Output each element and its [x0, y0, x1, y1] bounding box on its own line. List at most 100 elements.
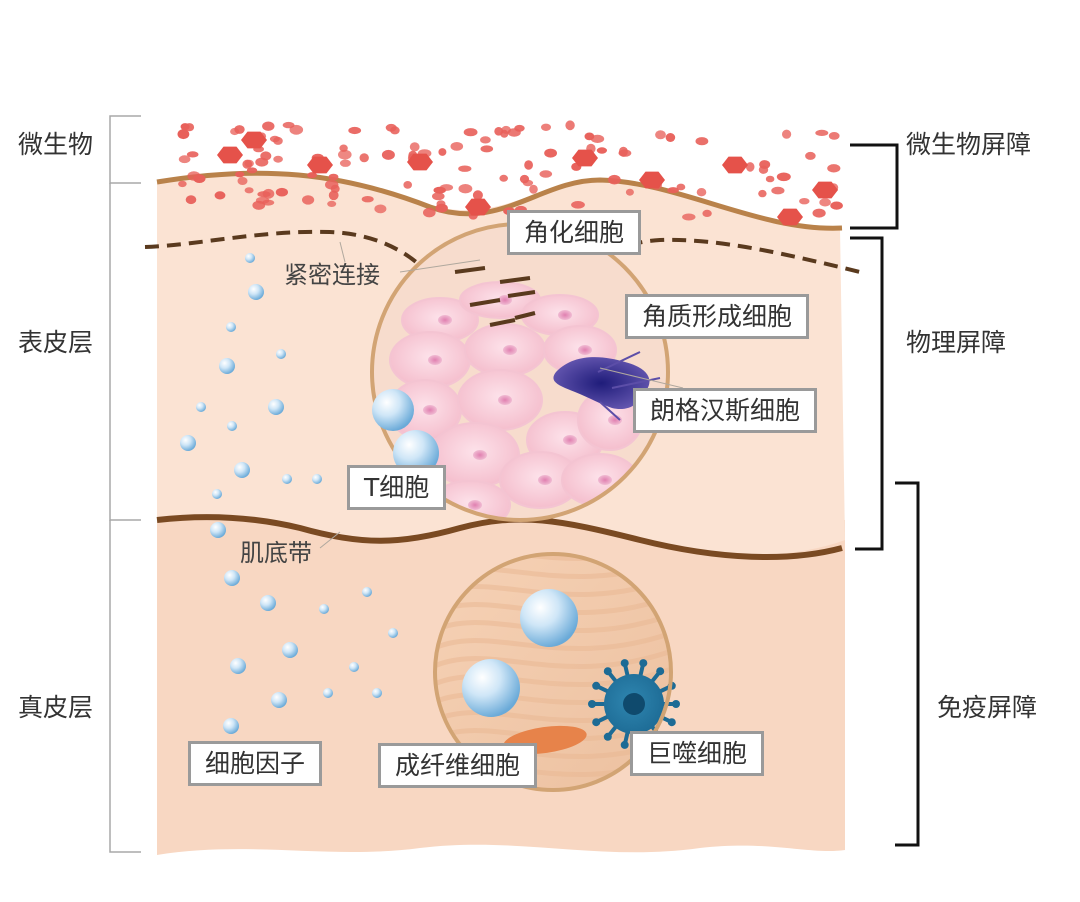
collagen-fiber — [435, 645, 671, 671]
microbe-hexagon — [241, 131, 267, 149]
microbe-dot — [439, 184, 454, 191]
microbe-dot — [655, 130, 666, 140]
label-dermis: 真皮层 — [18, 693, 94, 722]
cell-nucleus — [503, 345, 517, 355]
microbe-dot — [805, 151, 816, 160]
microbe-dot — [359, 153, 369, 163]
cell-nucleus — [498, 395, 512, 405]
microbe-dot — [676, 183, 686, 191]
microbe-dot — [819, 198, 831, 207]
microbe-dot — [185, 195, 197, 205]
microbe-dot — [759, 160, 771, 169]
microbe-dot — [328, 190, 339, 201]
microbe-hexagon — [722, 156, 748, 174]
callout-keratinocyte: 角化细胞 — [507, 210, 642, 255]
callout-cytokine: 细胞因子 — [188, 741, 323, 786]
microbe-hexagon — [639, 171, 665, 189]
immune-cell-bubble-2 — [462, 659, 520, 717]
microbe-dot — [262, 199, 275, 206]
label-epidermis: 表皮层 — [18, 328, 94, 357]
microbe-dot — [242, 159, 253, 169]
cytokine-bubble — [282, 474, 292, 484]
microbe-dot — [541, 123, 551, 131]
microbe-dot — [409, 142, 420, 152]
cytokine-bubble — [223, 718, 239, 734]
microbe-dot — [782, 129, 792, 139]
microbe-dot — [275, 187, 288, 197]
callout-fibroblast: 成纤维细胞 — [378, 743, 538, 788]
microbe-dot — [830, 201, 843, 210]
cytokine-bubble — [388, 628, 398, 638]
microbe-dot — [458, 165, 472, 172]
skin-surface-line — [156, 170, 843, 231]
microbe-cluster — [177, 120, 843, 226]
cytokine-bubble — [230, 658, 246, 674]
microbe-dot — [262, 188, 275, 199]
label-immune-barrier: 免疫屏障 — [937, 693, 1038, 722]
cytokine-bubble — [271, 692, 287, 708]
cell-nucleus — [558, 310, 572, 320]
microbe-hexagon — [572, 149, 598, 167]
microbe-dot — [544, 148, 557, 158]
microbe-dot — [307, 172, 317, 179]
microbe-dot — [702, 209, 712, 217]
cytokine-bubble — [276, 349, 286, 359]
cytokine-bubble — [196, 402, 206, 412]
microbe-hexagon — [465, 198, 491, 216]
t-cell-bubble-1 — [372, 389, 414, 431]
cell-nucleus — [468, 500, 482, 510]
cytokine-bubble — [319, 604, 329, 614]
microbe-dot — [667, 187, 679, 194]
microbe-dot — [499, 174, 509, 182]
microbe-hexagon — [777, 208, 803, 226]
microbe-dot — [450, 142, 464, 151]
microbe-dot — [571, 201, 585, 209]
microbe-dot — [214, 191, 226, 200]
cytokine-bubble — [224, 570, 240, 586]
microbe-dot — [325, 179, 339, 190]
microbe-dot — [776, 172, 791, 182]
microbe-dot — [799, 198, 810, 205]
cell-nucleus — [538, 475, 552, 485]
cytokine-bubble — [323, 688, 333, 698]
cytokine-bubble — [260, 595, 276, 611]
microbe-dot — [771, 186, 785, 195]
microbe-dot — [262, 121, 275, 131]
cytokine-bubbles — [180, 253, 398, 734]
microbe-dot — [514, 124, 525, 132]
callout-corneocyte: 角质形成细胞 — [625, 294, 810, 339]
cell-nucleus — [428, 355, 442, 365]
microbe-dot — [338, 149, 352, 160]
microbe-dot — [244, 187, 254, 194]
microbe-dot — [463, 128, 478, 137]
microbe-hexagon — [407, 153, 433, 171]
microbe-dot — [193, 174, 206, 184]
callout-macrophage: 巨噬细胞 — [630, 731, 765, 776]
microbe-dot — [289, 124, 304, 135]
microbe-dot — [374, 204, 387, 214]
microbe-dot — [827, 164, 841, 173]
microbe-dot — [260, 151, 272, 161]
microbe-dot — [230, 127, 240, 136]
t-cell-bubble-2 — [393, 430, 439, 476]
microbe-dot — [695, 137, 709, 146]
microbe-dot — [327, 200, 337, 207]
cell-nucleus — [563, 435, 577, 445]
microbe-dot — [608, 174, 621, 185]
microbe-dot — [765, 175, 775, 183]
microbe-dot — [539, 170, 553, 178]
microbe-dot — [524, 160, 533, 170]
cell-nucleus — [438, 315, 452, 325]
microbe-dot — [246, 167, 258, 174]
label-microbial-barrier: 微生物屏障 — [906, 130, 1032, 159]
microbe-dot — [745, 162, 755, 172]
microbe-dot — [339, 159, 351, 167]
basement-membrane-line — [156, 514, 843, 560]
microbe-dot — [273, 155, 283, 163]
microbe-dot — [432, 192, 445, 201]
microbe-dot — [385, 123, 397, 132]
label-physical-barrier: 物理屏障 — [906, 328, 1007, 357]
microbe-dot — [348, 126, 362, 135]
microbe-dot — [480, 136, 491, 144]
microbe-dot — [565, 120, 575, 131]
